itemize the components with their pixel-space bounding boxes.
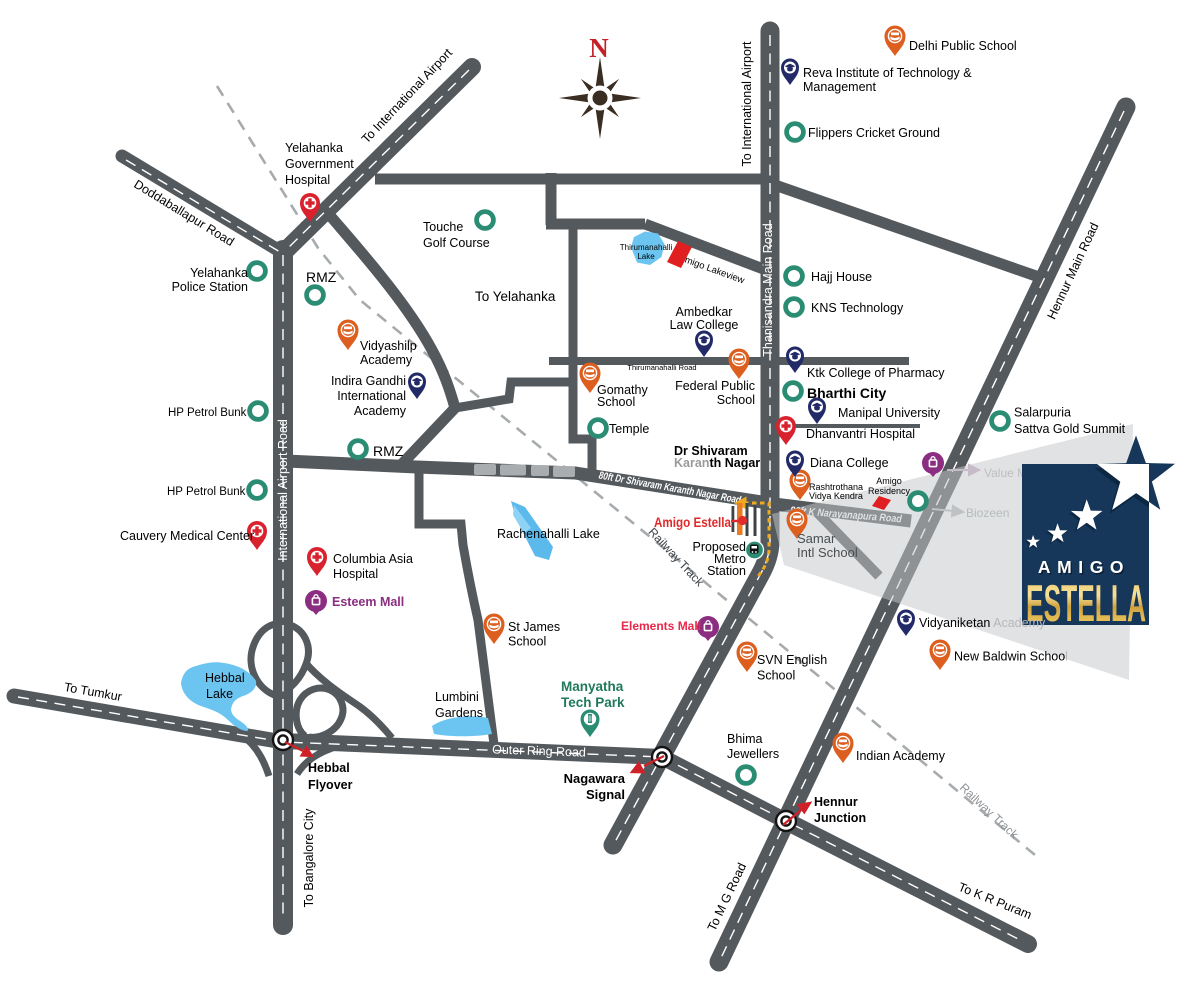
svg-text:Reva Institute of Technology &: Reva Institute of Technology & bbox=[803, 66, 972, 80]
svg-text:Diana College: Diana College bbox=[810, 456, 889, 470]
svg-text:School: School bbox=[717, 393, 755, 407]
svg-text:Station: Station bbox=[707, 564, 746, 578]
svg-text:Lake: Lake bbox=[637, 252, 655, 261]
svg-text:School: School bbox=[757, 669, 795, 683]
svg-text:Hospital: Hospital bbox=[333, 567, 378, 581]
svg-text:KNS Technology: KNS Technology bbox=[811, 301, 904, 315]
svg-text:Columbia Asia: Columbia Asia bbox=[333, 552, 413, 566]
svg-text:Thirumanahalli Road: Thirumanahalli Road bbox=[627, 363, 696, 372]
svg-text:Rachenahalli Lake: Rachenahalli Lake bbox=[497, 527, 600, 541]
svg-text:Thanisandra Main Road: Thanisandra Main Road bbox=[761, 223, 775, 356]
svg-text:International Airport Road: International Airport Road bbox=[276, 419, 290, 561]
svg-text:Lumbini: Lumbini bbox=[435, 690, 479, 704]
svg-text:Management: Management bbox=[803, 80, 876, 94]
svg-text:Junction: Junction bbox=[814, 811, 866, 825]
svg-text:Hospital: Hospital bbox=[285, 173, 330, 187]
svg-text:Flippers Cricket Ground: Flippers Cricket Ground bbox=[808, 126, 940, 140]
svg-text:Police Station: Police Station bbox=[172, 280, 248, 294]
svg-text:Flyover: Flyover bbox=[308, 778, 353, 792]
svg-text:Jewellers: Jewellers bbox=[727, 747, 779, 761]
svg-text:Amigo Estella: Amigo Estella bbox=[654, 515, 731, 530]
svg-text:SVN English: SVN English bbox=[757, 653, 827, 667]
svg-text:Vidyaniketan Academy: Vidyaniketan Academy bbox=[919, 616, 1046, 630]
svg-text:N: N bbox=[589, 33, 609, 63]
svg-text:Manipal University: Manipal University bbox=[838, 406, 941, 420]
svg-text:Metro: Metro bbox=[714, 552, 746, 566]
svg-text:Outer Ring Road: Outer Ring Road bbox=[492, 742, 586, 759]
svg-text:To International Airport: To International Airport bbox=[740, 41, 754, 167]
svg-text:Rashtrothana: Rashtrothana bbox=[809, 482, 863, 492]
svg-text:HP Petrol Bunk: HP Petrol Bunk bbox=[168, 407, 247, 419]
svg-text:Indira Gandhi: Indira Gandhi bbox=[331, 374, 406, 388]
svg-text:Golf Course: Golf Course bbox=[423, 236, 490, 250]
svg-text:Residency: Residency bbox=[868, 486, 911, 496]
svg-text:Bharthi City: Bharthi City bbox=[807, 385, 887, 401]
svg-text:RMZ: RMZ bbox=[306, 269, 337, 285]
svg-text:Sattva Gold Summit: Sattva Gold Summit bbox=[1014, 422, 1126, 436]
svg-text:Vidyashilp: Vidyashilp bbox=[360, 339, 417, 353]
svg-text:Lake: Lake bbox=[206, 687, 233, 701]
svg-text:Hebbal: Hebbal bbox=[205, 671, 245, 685]
svg-text:Elements Mall: Elements Mall bbox=[621, 619, 701, 633]
svg-text:Hebbal: Hebbal bbox=[308, 761, 350, 775]
svg-text:Amigo: Amigo bbox=[876, 476, 902, 486]
svg-text:HP Petrol Bunk: HP Petrol Bunk bbox=[167, 486, 246, 498]
svg-text:Delhi Public School: Delhi Public School bbox=[909, 39, 1017, 53]
svg-text:School: School bbox=[597, 395, 635, 409]
svg-text:Samar: Samar bbox=[797, 531, 836, 546]
svg-text:Dr Shivaram: Dr Shivaram bbox=[674, 444, 748, 458]
svg-text:Gardens: Gardens bbox=[435, 706, 483, 720]
svg-text:To Bangalore City: To Bangalore City bbox=[302, 808, 316, 907]
svg-text:Law College: Law College bbox=[670, 318, 739, 332]
svg-text:Dhanvantri Hospital: Dhanvantri Hospital bbox=[806, 427, 915, 441]
svg-text:To Yelahanka: To Yelahanka bbox=[475, 289, 556, 304]
svg-text:Touche: Touche bbox=[423, 220, 463, 234]
svg-text:Nagawara: Nagawara bbox=[564, 771, 626, 786]
svg-text:Hennur: Hennur bbox=[814, 795, 858, 809]
svg-text:Temple: Temple bbox=[609, 422, 649, 436]
svg-text:Academy: Academy bbox=[354, 404, 407, 418]
svg-text:RMZ: RMZ bbox=[373, 443, 404, 459]
svg-text:Manyatha: Manyatha bbox=[561, 679, 624, 694]
svg-text:Cauvery Medical Center: Cauvery Medical Center bbox=[120, 529, 254, 543]
svg-text:Bhima: Bhima bbox=[727, 732, 762, 746]
svg-text:Tech Park: Tech Park bbox=[561, 695, 625, 710]
svg-text:Indian Academy: Indian Academy bbox=[856, 749, 946, 763]
svg-text:Ambedkar: Ambedkar bbox=[676, 305, 733, 319]
svg-text:Thirumanahalli: Thirumanahalli bbox=[620, 243, 673, 252]
svg-text:Proposed: Proposed bbox=[692, 540, 746, 554]
svg-text:Karanth Nagar: Karanth Nagar bbox=[674, 456, 760, 470]
svg-text:Yelahanka: Yelahanka bbox=[285, 141, 343, 155]
svg-text:St James: St James bbox=[508, 620, 560, 634]
svg-text:Ktk College of Pharmacy: Ktk College of Pharmacy bbox=[807, 366, 945, 380]
svg-text:Esteem Mall: Esteem Mall bbox=[332, 595, 404, 609]
svg-text:ESTELLA: ESTELLA bbox=[1026, 575, 1146, 633]
svg-text:Intl School: Intl School bbox=[797, 545, 858, 560]
svg-text:Hajj House: Hajj House bbox=[811, 270, 872, 284]
svg-text:School: School bbox=[508, 635, 546, 649]
svg-text:Federal Public: Federal Public bbox=[675, 379, 755, 393]
svg-text:New Baldwin School: New Baldwin School bbox=[954, 650, 1068, 664]
svg-text:Gomathy: Gomathy bbox=[597, 383, 648, 397]
svg-text:International: International bbox=[337, 389, 406, 403]
svg-text:Vidya Kendra: Vidya Kendra bbox=[809, 491, 863, 501]
svg-text:Signal: Signal bbox=[586, 787, 625, 802]
svg-text:AMIGO: AMIGO bbox=[1038, 557, 1130, 577]
svg-text:Government: Government bbox=[285, 157, 354, 171]
svg-text:Yelahanka: Yelahanka bbox=[190, 266, 248, 280]
svg-text:AMIGO: AMIGO bbox=[1039, 559, 1131, 579]
svg-text:Academy: Academy bbox=[360, 353, 413, 367]
svg-text:Salarpuria: Salarpuria bbox=[1014, 406, 1071, 420]
